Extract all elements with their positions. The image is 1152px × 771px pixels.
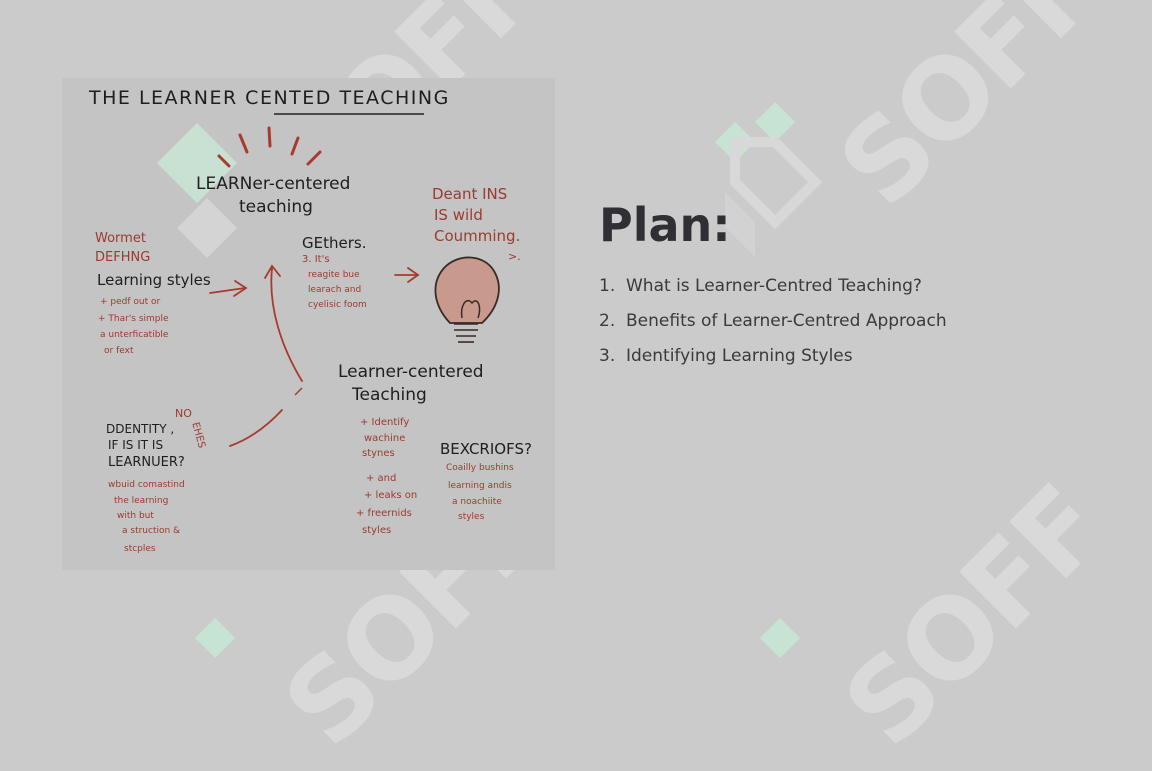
left-note: + pedf out or: [100, 297, 161, 307]
bex-note: Coailly bushins: [446, 463, 514, 473]
left-red-line2: DEFHNG: [95, 250, 151, 265]
gethers-note: learach and: [308, 285, 362, 295]
plan-item-number: 2.: [599, 311, 616, 331]
watermark-logo-icon: [195, 618, 235, 658]
lower-note: + and: [366, 473, 397, 484]
sketch-heading: THE LEARNER CENTED TEACHING: [89, 87, 450, 109]
left-note: or fext: [104, 346, 134, 356]
identity-note: the learning: [114, 496, 169, 506]
flow-arrows: [209, 264, 420, 447]
identity-note: wbuid comastind: [108, 480, 185, 490]
watermark-text: SOFF: [820, 462, 1128, 771]
identity-note: with but: [117, 511, 154, 521]
gethers-note: 3. It's: [302, 254, 330, 265]
right-red-line3: Coumming.: [434, 227, 521, 245]
lower-note: stynes: [362, 448, 395, 459]
light-bulb-icon: [434, 256, 500, 343]
burst-icon: [217, 126, 322, 168]
bex-note: learning andis: [448, 481, 512, 491]
right-red-line1: Deant INS: [432, 185, 508, 203]
sketch-drawing: [157, 113, 500, 447]
arrow-right-icon: [209, 287, 246, 294]
identity-line: DDENTITY ,: [106, 422, 175, 436]
bex-note: a noachiite: [452, 497, 502, 507]
plan-item-number: 1.: [599, 276, 616, 296]
right-red-tail: >.: [508, 250, 521, 263]
plan-item-text: What is Learner-Centred Teaching?: [626, 276, 922, 296]
learning-styles-label: Learning styles: [97, 271, 211, 289]
plan-list: 1. What is Learner-Centred Teaching? 2. Be…: [599, 274, 947, 379]
watermark-text: SOFF: [815, 0, 1123, 231]
arrow-up-right-icon: [229, 409, 283, 447]
lower-note: + freernids: [356, 508, 412, 519]
learner-centered-sketch-image: THE LEARNER CENTED TEACHING LEARNer-cent…: [62, 78, 555, 570]
arrow-up-icon: [270, 267, 303, 382]
plan-item-text: Identifying Learning Styles: [626, 346, 853, 366]
bex-note: styles: [458, 512, 485, 522]
lower-title-line1: Learner-centered: [338, 362, 484, 382]
lower-note: wachine: [364, 433, 406, 444]
slide-title: Plan:: [599, 198, 731, 252]
lower-title-line2: Teaching: [352, 385, 427, 405]
watermark-logo-icon: [177, 198, 237, 258]
left-note: a unterficatible: [100, 330, 169, 340]
watermark-logo-icon: [157, 123, 237, 203]
watermark-logo-icon: [715, 102, 823, 257]
gethers-note: cyelisic foom: [308, 300, 367, 310]
lower-note: styles: [362, 525, 392, 536]
gethers-label: GEthers.: [302, 234, 367, 252]
lower-note: + leaks on: [364, 490, 418, 501]
plan-item: 2. Benefits of Learner-Centred Approach: [599, 309, 947, 344]
identity-line: IF IS IT IS: [108, 438, 164, 452]
left-note: + Thar's simple: [98, 314, 169, 324]
right-red-line2: IS wild: [434, 206, 483, 224]
lower-note: + Identify: [360, 417, 410, 428]
plan-item: 1. What is Learner-Centred Teaching?: [599, 274, 947, 309]
identity-note: a struction &: [122, 526, 181, 536]
plan-item: 3. Identifying Learning Styles: [599, 344, 947, 379]
gethers-note: reagite bue: [308, 270, 360, 280]
left-red-line1: Wormet: [95, 231, 146, 246]
plan-item-number: 3.: [599, 346, 616, 366]
bex-title: BEXCRIOFS?: [440, 440, 532, 458]
center-title-line1: LEARNer-centered: [196, 174, 351, 194]
center-title-line2: teaching: [239, 197, 313, 217]
watermark-logo-icon: [760, 618, 800, 658]
identity-note: stcples: [124, 544, 156, 554]
no-tag: NO: [175, 407, 192, 420]
identity-line: LEARNUER?: [108, 455, 185, 470]
plan-item-text: Benefits of Learner-Centred Approach: [626, 311, 947, 331]
